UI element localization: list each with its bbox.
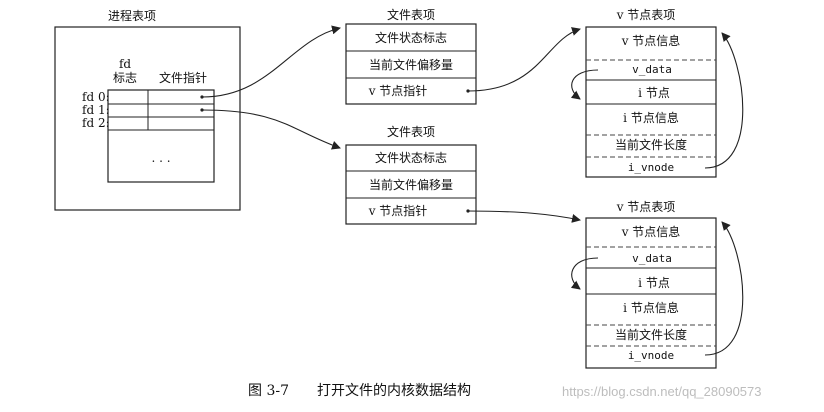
file-table-1-status-flags: 文件状态标志 <box>375 30 447 45</box>
inode-1-info: i 节点信息 <box>623 110 679 125</box>
arrow-vdata-1-to-inode-1 <box>570 69 599 100</box>
fd-array <box>107 89 215 183</box>
fd-0-label: fd 0: <box>82 90 110 104</box>
file-pointer-header: 文件指针 <box>159 70 207 85</box>
fd-flags-header-line1: fd <box>119 57 131 71</box>
vnode-2-v-data: v_data <box>632 252 672 265</box>
vnode-table-2-frame <box>585 217 717 369</box>
inode-2-info: i 节点信息 <box>623 300 679 315</box>
arrow-vdata-2-to-inode-2 <box>570 257 599 290</box>
file-table-1-title: 文件表项 <box>387 7 435 22</box>
fd-flags-header-line2: 标志 <box>113 71 137 85</box>
file-table-2-vnode-ptr: v 节点指针 <box>368 203 428 218</box>
vnode-table-2: v 节点表项 v 节点信息 v_data i 节点 i 节点信息 当前文件长度 … <box>585 200 717 369</box>
file-table-2-frame <box>345 144 477 225</box>
pointer-arrows <box>201 25 744 356</box>
arrow-ivnode-2-to-vnode-2 <box>704 221 744 356</box>
vnode-table-1-frame <box>585 26 717 178</box>
inode-2-title: i 节点 <box>638 276 670 290</box>
arrow-ivnode-1-to-vnode-1 <box>704 32 744 169</box>
inode-1-title: i 节点 <box>638 86 670 100</box>
file-table-1-offset: 当前文件偏移量 <box>369 57 453 72</box>
inode-2-i-vnode: i_vnode <box>628 349 674 362</box>
arrow-file2-to-vnode-2 <box>467 210 581 223</box>
inode-1-file-length: 当前文件长度 <box>615 137 687 152</box>
vnode-2-info: v 节点信息 <box>621 224 681 239</box>
figure-caption: 图 3-7 打开文件的内核数据结构 <box>248 382 471 399</box>
fd-ellipsis: . . . <box>151 151 170 165</box>
arrow-fd0-to-file-table-1 <box>201 25 341 98</box>
vnode-table-1: v 节点表项 v 节点信息 v_data i 节点 i 节点信息 当前文件长度 … <box>585 8 717 178</box>
process-table: 进程表项 fd 标志 文件指针 fd 0: fd 1: fd 2: . . . <box>54 8 241 211</box>
file-table-1-frame <box>345 23 477 105</box>
process-table-title: 进程表项 <box>108 8 156 23</box>
file-table-2-offset: 当前文件偏移量 <box>369 177 453 192</box>
vnode-table-1-title: v 节点表项 <box>616 8 676 22</box>
inode-2-file-length: 当前文件长度 <box>615 327 687 342</box>
watermark: https://blog.csdn.net/qq_28090573 <box>562 384 762 399</box>
inode-1-i-vnode: i_vnode <box>628 161 674 174</box>
arrow-file1-to-vnode-1 <box>467 27 581 92</box>
file-table-2-status-flags: 文件状态标志 <box>375 150 447 165</box>
vnode-1-v-data: v_data <box>632 63 672 76</box>
vnode-table-2-title: v 节点表项 <box>616 200 676 214</box>
fd-1-label: fd 1: <box>82 103 110 117</box>
file-table-2: 文件表项 文件状态标志 当前文件偏移量 v 节点指针 <box>345 124 477 225</box>
vnode-1-info: v 节点信息 <box>621 33 681 48</box>
process-table-frame <box>54 26 241 211</box>
file-table-1-vnode-ptr: v 节点指针 <box>368 83 428 98</box>
fd-2-label: fd 2: <box>82 116 110 130</box>
arrow-fd1-to-file-table-2 <box>201 109 341 150</box>
file-table-1: 文件表项 文件状态标志 当前文件偏移量 v 节点指针 <box>345 7 477 105</box>
file-table-2-title: 文件表项 <box>387 124 435 139</box>
